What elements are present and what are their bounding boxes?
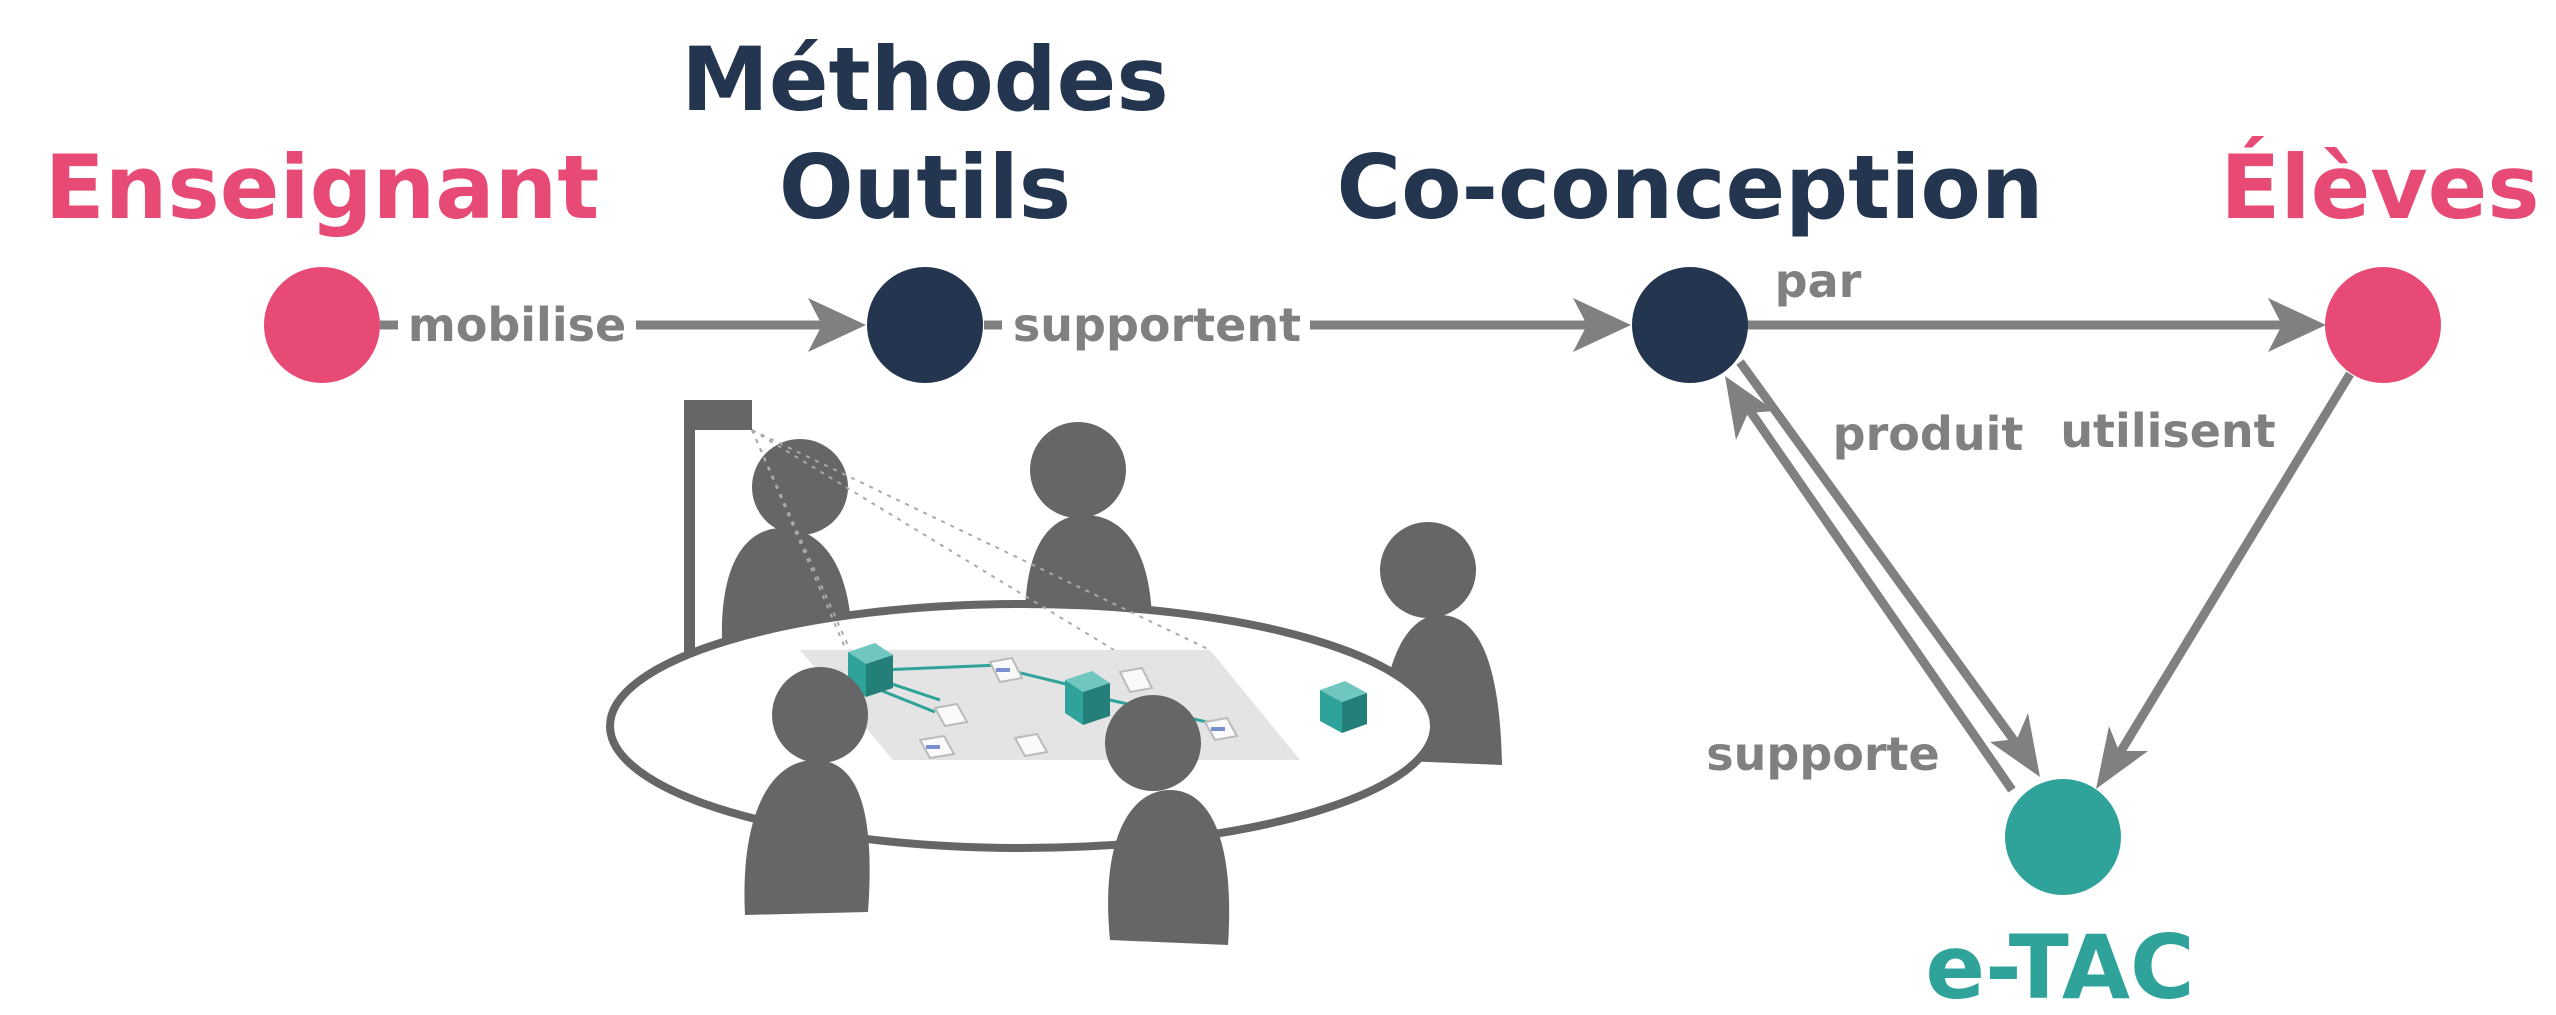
person-icon (1025, 422, 1152, 620)
edge-utilisent: utilisent (2060, 371, 2354, 789)
edge-label-utilisent: utilisent (2060, 404, 2275, 458)
enseignant-label: Enseignant (45, 136, 600, 239)
enseignant-node (264, 267, 380, 383)
edge-label-produit: produit (1833, 407, 2024, 461)
person-icon (744, 667, 870, 915)
cube-icon (848, 643, 893, 697)
cube-icon (1320, 681, 1367, 733)
edge-mobilise: mobilise (380, 298, 866, 352)
co-conception-label: Co-conception (1336, 136, 2043, 239)
edge-supporte: supporte (1706, 376, 2016, 793)
edge-label-supporte: supporte (1706, 727, 1939, 781)
card-detail (926, 668, 1225, 749)
outils-label: Outils (779, 136, 1071, 239)
edge-produit: produit (1736, 359, 2040, 777)
co-design-table-illustration (606, 400, 1502, 945)
person-icon (1105, 695, 1230, 945)
edge-par: par (1746, 254, 2326, 352)
eleves-node (2325, 267, 2441, 383)
edge-supportent: supportent (984, 298, 1631, 352)
edge-label-mobilise: mobilise (408, 298, 626, 352)
projection-lines (751, 429, 1296, 761)
methodes-outils-node (867, 267, 983, 383)
cube-icon (1065, 671, 1110, 725)
edge-label-par: par (1775, 254, 1862, 308)
eleves-label: Élèves (2220, 136, 2539, 239)
flag-icon (684, 400, 752, 708)
co-conception-node (1632, 267, 1748, 383)
etac-node (2005, 779, 2121, 895)
etac-label: e-TAC (1925, 916, 2194, 1015)
person-icon (721, 439, 852, 640)
methodes-label: Méthodes (681, 28, 1168, 131)
edge-label-supportent: supportent (1013, 298, 1301, 352)
